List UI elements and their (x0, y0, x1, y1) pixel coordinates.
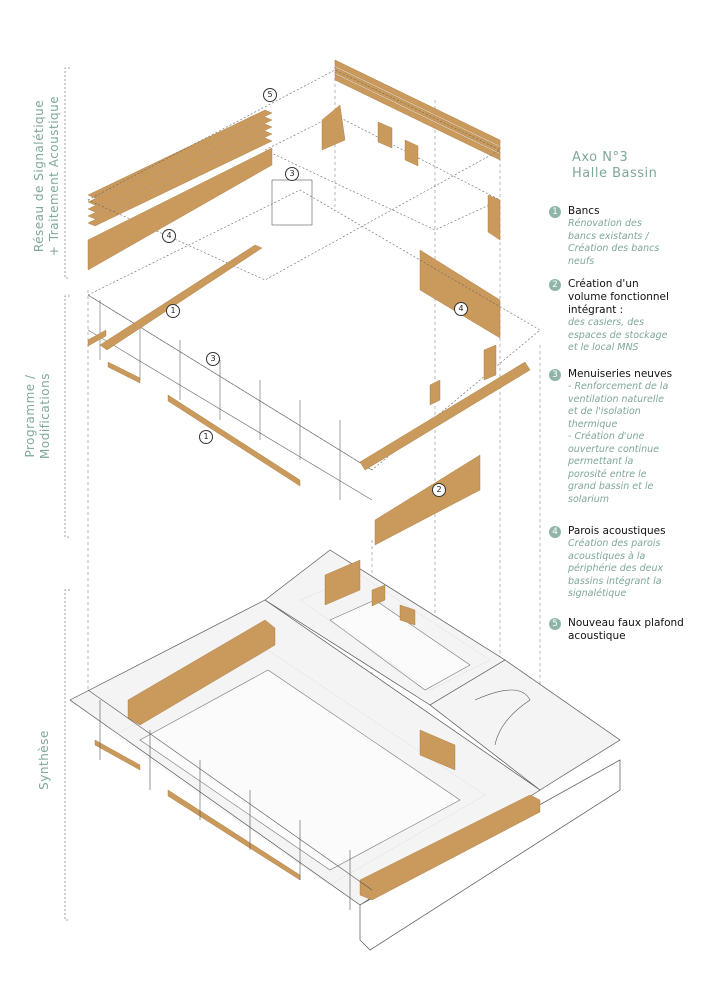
legend-description: des casiers, des espaces de stockage et … (568, 317, 668, 353)
top-outline (87, 69, 501, 281)
legend-item-4: 4 Parois acoustiques Création des parois… (549, 525, 704, 601)
callout-1: 1 (199, 430, 213, 444)
solarium-curve (474, 689, 531, 746)
title-line-1: Axo N°3 (572, 150, 629, 165)
legend-item-3: 3 Menuiseries neuves - Renforcement de l… (549, 368, 704, 506)
callout-5: 5 (263, 88, 277, 102)
callout-1: 1 (166, 304, 180, 318)
callout-3: 3 (206, 352, 220, 366)
callout-3: 3 (285, 167, 299, 181)
ceiling-slats (87, 59, 501, 227)
legend-number: 5 (549, 618, 561, 630)
legend-description: - Renforcement de la ventilation naturel… (568, 381, 669, 505)
acoustic-walls-bottom (127, 559, 541, 901)
bottom-ground (359, 759, 621, 951)
legend-description: Création des parois acoustiques à la pér… (568, 538, 664, 599)
title-line-2: Halle Bassin (572, 166, 658, 181)
legend-number: 3 (549, 369, 561, 381)
side-label-bottom: Synthèse (37, 730, 51, 790)
pool-basins (139, 599, 471, 871)
page-title: Axo N°3 Halle Bassin (572, 150, 657, 182)
locker-unit-top (271, 179, 313, 226)
legend-heading: Nouveau faux plafond acoustique (568, 617, 684, 642)
legend-item-5: 5 Nouveau faux plafond acoustique (549, 617, 704, 643)
legend-heading: Menuiseries neuves (568, 368, 673, 380)
legend-number: 4 (549, 526, 561, 538)
callout-4: 4 (162, 229, 176, 243)
callout-2: 2 (432, 483, 446, 497)
benches-middle (87, 244, 301, 487)
section-brackets (64, 67, 70, 921)
legend-description: Rénovation des bancs existants / Créatio… (568, 218, 660, 267)
side-label-middle: Programme / Modifications (23, 373, 52, 459)
acoustic-walls-top (87, 104, 501, 339)
volume-middle (359, 344, 531, 546)
legend-number: 2 (549, 279, 561, 291)
callout-4: 4 (454, 302, 468, 316)
legend-item-2: 2 Création d'un volume fonctionnel intég… (549, 278, 704, 355)
side-label-top: Réseau de Signalétique + Traitement Acou… (32, 95, 61, 257)
middle-outline (87, 189, 541, 471)
legend-heading: Création d'un volume fonctionnel intégra… (568, 278, 669, 316)
legend-heading: Parois acoustiques (568, 525, 666, 537)
legend-number: 1 (549, 206, 561, 218)
legend-item-1: 1 Bancs Rénovation des bancs existants /… (549, 205, 704, 268)
glazing-bottom (87, 689, 373, 910)
legend-heading: Bancs (568, 205, 600, 217)
